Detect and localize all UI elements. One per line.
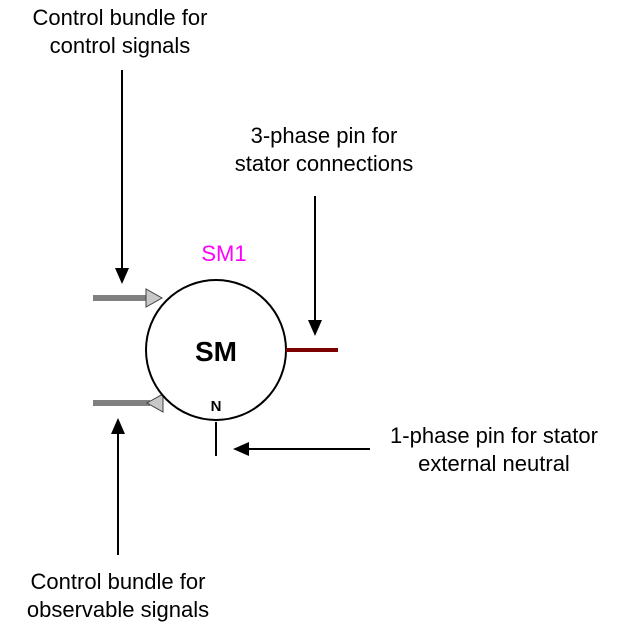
pointer-arrowhead <box>233 442 249 456</box>
pointer-arrowhead <box>308 320 322 336</box>
pointer-arrowhead <box>115 268 129 284</box>
neutral-pin-label: N <box>211 398 222 415</box>
annotation-line: stator connections <box>234 151 414 176</box>
control-output-annotation: Control bundle for observable signals <box>0 568 236 624</box>
pointer-arrowhead <box>111 418 125 434</box>
annotation-line: external neutral <box>418 451 570 476</box>
annotation-line: observable signals <box>26 597 210 622</box>
annotation-line: Control bundle for <box>32 5 208 30</box>
control-input-annotation: Control bundle for control signals <box>0 4 240 60</box>
annotation-line: control signals <box>49 33 191 58</box>
machine-symbol: SM <box>195 336 237 367</box>
neutral-1phase-annotation: 1-phase pin for stator external neutral <box>356 422 632 478</box>
instance-name: SM1 <box>201 241 246 266</box>
annotation-line: 1-phase pin for stator <box>390 423 598 448</box>
stator-3phase-annotation: 3-phase pin for stator connections <box>204 122 444 178</box>
control-input-port-arrow[interactable] <box>145 288 164 308</box>
annotation-line: 3-phase pin for <box>250 123 398 148</box>
annotation-line: Control bundle for <box>30 569 206 594</box>
control-output-port-arrow[interactable] <box>145 393 164 413</box>
